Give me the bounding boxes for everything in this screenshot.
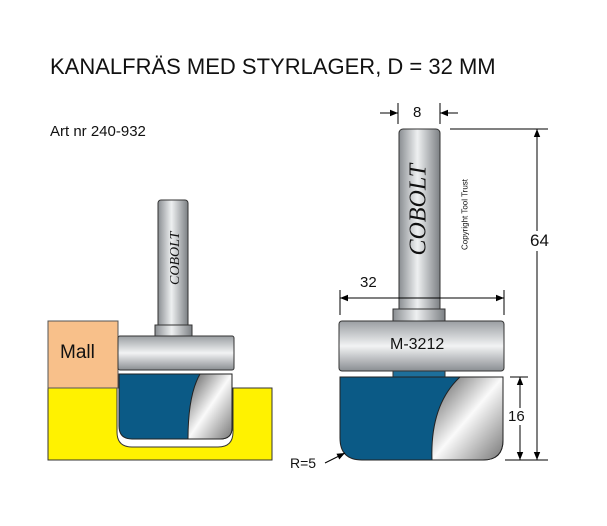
carbide-blade (431, 376, 504, 461)
right-illustration (324, 103, 548, 464)
bearing (117, 335, 235, 371)
dim-total-length: 64 (530, 231, 549, 251)
dim-radius: R=5 (290, 455, 317, 471)
workpiece (47, 387, 273, 461)
model-number: M-3212 (390, 336, 445, 353)
page-title: KANALFRÄS MED STYRLAGER, D = 32 MM (50, 54, 496, 79)
dim-shank: 8 (413, 104, 422, 121)
article-number: Art nr 240-932 (50, 123, 146, 140)
brand-left: COBOLT (168, 231, 183, 285)
dim-diameter: 32 (360, 274, 377, 291)
left-illustration (47, 199, 273, 461)
brand-right: COBOLT (405, 163, 432, 256)
collar (392, 308, 446, 322)
carbide-blade (187, 373, 233, 440)
template-label: Mall (60, 342, 95, 363)
copyright: Copyright Tool Trust (460, 179, 470, 250)
dim-cut-height: 16 (508, 408, 525, 425)
collar (154, 324, 193, 337)
